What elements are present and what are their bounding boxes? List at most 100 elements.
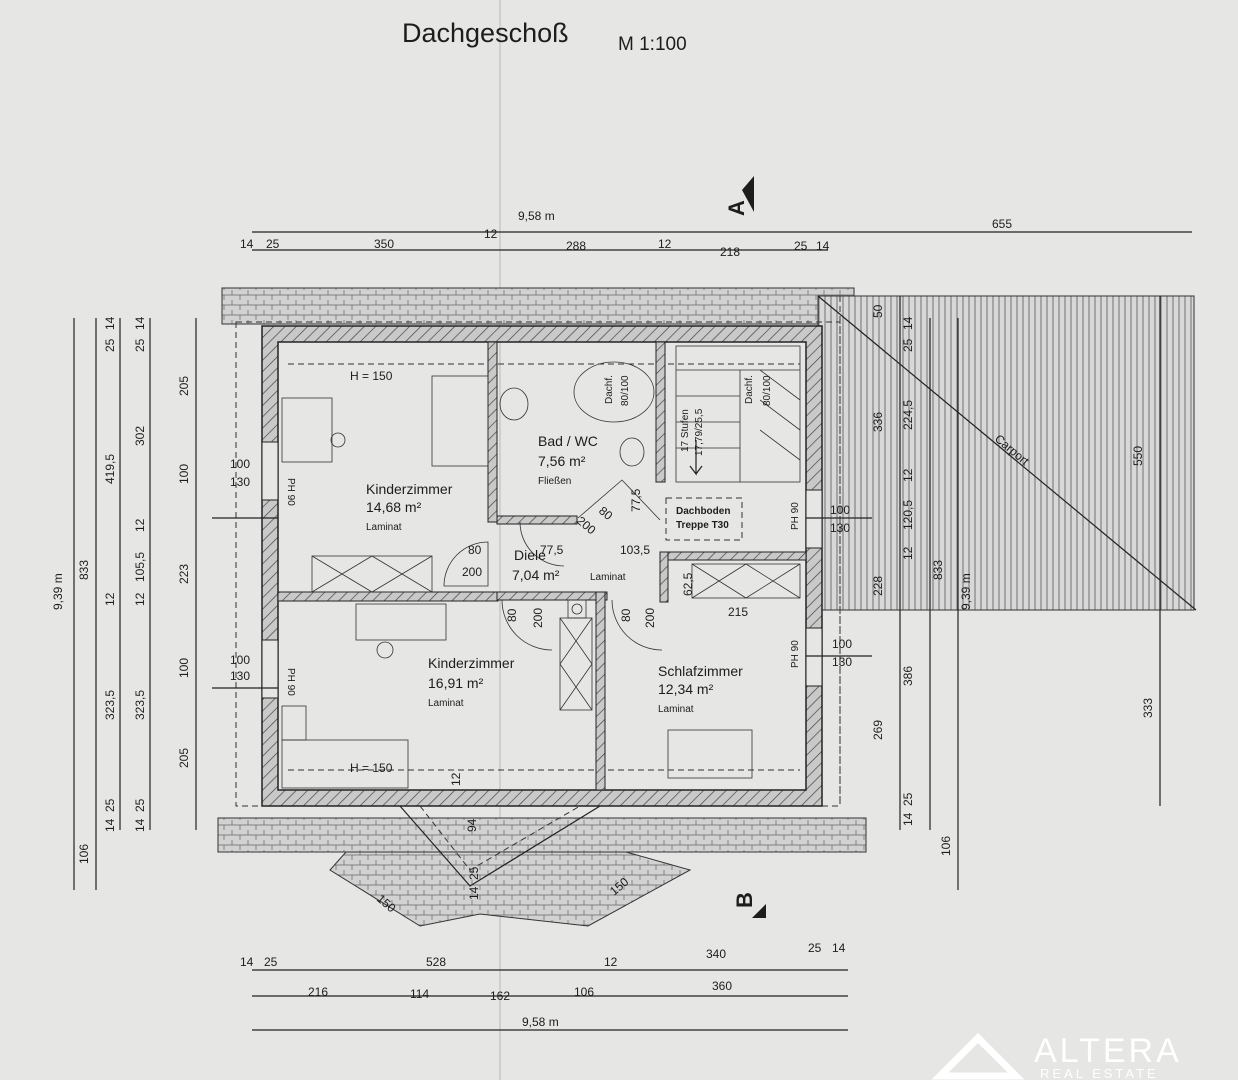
bottom-dim: 25 — [808, 941, 822, 955]
bottom-dim: 528 — [426, 955, 446, 969]
window-dim: 100 — [832, 637, 852, 651]
left-dim: 323,5 — [133, 690, 147, 720]
top-dim: 14 — [816, 239, 830, 253]
right-dim: 14 — [901, 316, 915, 330]
bottom-dim: 216 — [308, 985, 328, 999]
right-dim: 25 — [901, 338, 915, 352]
bed-2 — [281, 739, 409, 789]
left-dim: 223 — [177, 564, 191, 584]
bottom-dim: 14 — [240, 955, 254, 969]
washbasin — [499, 387, 529, 421]
left-inner: 833 — [77, 560, 91, 580]
room-diele-area: 7,04 m² — [512, 567, 560, 583]
left-dim: 302 — [133, 426, 147, 446]
dormer-roof — [329, 851, 692, 927]
dormer-outline — [399, 805, 601, 887]
door-dim: 80 — [505, 608, 519, 622]
window-right-1 — [805, 489, 823, 549]
section-mark-b: B — [732, 892, 757, 908]
height-bottom: H = 150 — [350, 761, 393, 775]
top-dim: 288 — [566, 239, 586, 253]
left-dim: 14 — [103, 818, 117, 832]
room-kinderzimmer-1-area: 14,68 m² — [366, 499, 422, 515]
dormer-dim: 25 — [467, 866, 481, 880]
ph-label: PH 90 — [285, 478, 296, 506]
right-dim: 9,39 m — [959, 573, 973, 610]
window-dim: 100 — [230, 457, 250, 471]
wall-diele — [496, 591, 608, 601]
left-dim: 12 — [103, 592, 117, 606]
left-dim: 25 — [103, 338, 117, 352]
door-dim: 80 — [596, 504, 615, 524]
right-dim: 333 — [1141, 698, 1155, 718]
bottom-dim: 106 — [574, 985, 594, 999]
left-dim: 419,5 — [103, 454, 117, 484]
window-dim: 100 — [830, 503, 850, 517]
left-dim: 14 — [103, 316, 117, 330]
room-bad-area: 7,56 m² — [538, 453, 586, 469]
left-dim: 12 — [133, 592, 147, 606]
window-dim: 130 — [230, 669, 250, 683]
attic-label-1: Dachboden — [676, 506, 730, 517]
toilet — [619, 437, 645, 467]
diele-cabinet — [559, 617, 593, 711]
right-dim: 14 — [901, 812, 915, 826]
right-dim: 550 — [1131, 446, 1145, 466]
room-kinderzimmer-2-floor: Laminat — [428, 698, 464, 709]
top-dim: 12 — [484, 227, 498, 241]
ph-label: PH 90 — [790, 640, 801, 668]
right-dim: 386 — [901, 666, 915, 686]
attic-label-2: Treppe T30 — [676, 520, 729, 531]
door-dim: 200 — [643, 608, 657, 628]
attic-hatch — [665, 497, 743, 541]
dachf-1-size: 80/100 — [620, 375, 631, 406]
diele-dim: 62,5 — [681, 572, 695, 596]
section-mark-a: A — [724, 200, 749, 216]
bottom-dim: 14 — [832, 941, 846, 955]
bathtub — [573, 361, 655, 423]
bottom-dim: 340 — [706, 947, 726, 961]
door-kz2 — [501, 599, 553, 651]
right-dim: 336 — [871, 412, 885, 432]
schlaf-dim: 215 — [728, 605, 748, 619]
wall-kz2-schlaf — [595, 591, 606, 791]
door-dim: 200 — [574, 514, 599, 538]
room-schlafzimmer-name: Schlafzimmer — [658, 663, 743, 679]
top-dim: 14 — [240, 237, 254, 251]
brand-name: ALTERA — [1034, 1032, 1182, 1070]
wardrobe-1 — [311, 555, 433, 593]
window-dim: 130 — [230, 475, 250, 489]
left-dim: 205 — [177, 748, 191, 768]
bottom-dim: 162 — [490, 989, 510, 1003]
window-right-2 — [805, 627, 823, 687]
diele-dim: 103,5 — [620, 543, 650, 557]
right-dim: 833 — [931, 560, 945, 580]
stair-ratio: 17,79/25,5 — [694, 408, 705, 456]
right-dim: 228 — [871, 576, 885, 596]
window-dim: 130 — [830, 521, 850, 535]
bottom-dim: 25 — [264, 955, 278, 969]
dachf-1-label: Dachf. — [604, 375, 615, 404]
left-dim: 14 — [133, 818, 147, 832]
left-dim: 205 — [177, 376, 191, 396]
window-dim: 130 — [832, 655, 852, 669]
top-total: 9,58 m — [518, 209, 555, 223]
bottom-dim: 360 — [712, 979, 732, 993]
left-dim: 105,5 — [133, 552, 147, 582]
eaves-top — [221, 287, 855, 325]
door-dim: 200 — [462, 565, 482, 579]
right-dim: 12 — [901, 468, 915, 482]
left-dim: 323,5 — [103, 690, 117, 720]
top-dim: 25 — [794, 239, 808, 253]
dachf-2-size: 80/100 — [762, 375, 773, 406]
wardrobe-3 — [691, 563, 801, 599]
room-bad-floor: Fließen — [538, 476, 571, 487]
wall-schlaf-top — [667, 551, 807, 561]
wall-schlaf-left — [659, 551, 669, 603]
bottom-dim: 114 — [410, 987, 429, 1001]
left-dim: 100 — [177, 658, 191, 678]
room-schlafzimmer-floor: Laminat — [658, 704, 694, 715]
bottom-dim: 12 — [604, 955, 618, 969]
room-kinderzimmer-2-area: 16,91 m² — [428, 675, 484, 691]
